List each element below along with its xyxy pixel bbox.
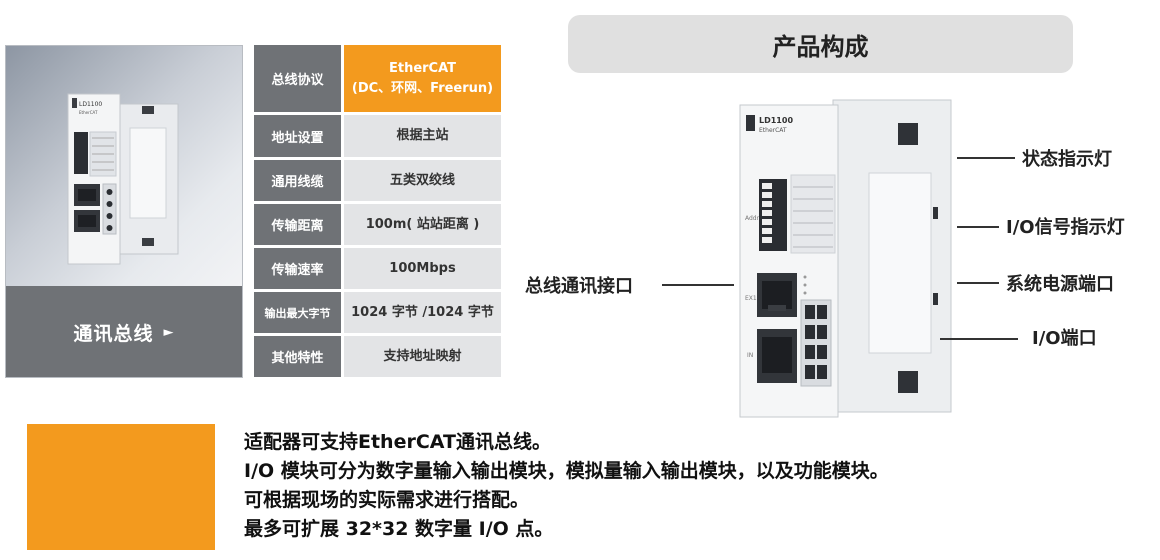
spec-value: 100m( 站站距离 ) bbox=[344, 204, 501, 245]
spec-row-address: 地址设置 根据主站 bbox=[254, 115, 501, 157]
device-illustration: LD1100 EtherCAT Addr EX1 IN bbox=[739, 99, 952, 418]
callout-line-bus bbox=[662, 284, 734, 286]
description-block: 适配器可支持EtherCAT通讯总线。 I/O 模块可分为数字量输入输出模块，模… bbox=[244, 428, 889, 544]
callout-line-status bbox=[957, 157, 1015, 159]
thumb-sub-text: EtherCAT bbox=[79, 110, 98, 115]
communication-bus-caption[interactable]: 通讯总线 ► bbox=[6, 286, 242, 377]
product-photo: LD1100 EtherCAT bbox=[6, 46, 242, 286]
spec-value: 根据主站 bbox=[344, 115, 501, 157]
spec-value: 五类双绞线 bbox=[344, 160, 501, 201]
callout-line-io-signal bbox=[957, 226, 999, 228]
thumb-brand-text: LD1100 bbox=[79, 101, 102, 108]
callout-line-io-port bbox=[940, 338, 1018, 340]
spec-label: 地址设置 bbox=[254, 115, 341, 157]
description-line: 最多可扩展 32*32 数字量 I/O 点。 bbox=[244, 518, 554, 540]
description-line: I/O 模块可分为数字量输入输出模块，模拟量输入输出模块，以及功能模块。 bbox=[244, 460, 889, 482]
device-thumbnail-illustration: LD1100 EtherCAT bbox=[67, 93, 179, 265]
callout-status-led: 状态指示灯 bbox=[1022, 149, 1112, 170]
spec-row-cable: 通用线缆 五类双绞线 bbox=[254, 160, 501, 201]
spec-value: EtherCAT (DC、环网、Freerun) bbox=[344, 45, 501, 112]
callout-bus-port: 总线通讯接口 bbox=[525, 276, 633, 297]
spec-label: 通用线缆 bbox=[254, 160, 341, 201]
description-line: 可根据现场的实际需求进行搭配。 bbox=[244, 489, 530, 511]
description-line: 适配器可支持EtherCAT通讯总线。 bbox=[244, 431, 551, 453]
spec-value-line1: EtherCAT bbox=[388, 60, 457, 76]
spec-value: 1024 字节 /1024 字节 bbox=[344, 292, 501, 333]
spec-row-distance: 传输距离 100m( 站站距离 ) bbox=[254, 204, 501, 245]
spec-label: 总线协议 bbox=[254, 45, 341, 112]
orange-accent-block bbox=[27, 424, 215, 550]
spec-value: 100Mbps bbox=[344, 248, 501, 289]
device-addr-text: Addr bbox=[745, 215, 760, 222]
product-composition-title: 产品构成 bbox=[568, 15, 1073, 73]
callout-io-port: I/O端口 bbox=[1032, 328, 1097, 349]
spec-row-other: 其他特性 支持地址映射 bbox=[254, 336, 501, 377]
spec-value: 支持地址映射 bbox=[344, 336, 501, 377]
callout-io-signal-led: I/O信号指示灯 bbox=[1006, 217, 1125, 238]
spec-row-protocol: 总线协议 EtherCAT (DC、环网、Freerun) bbox=[254, 45, 501, 112]
spec-label: 其他特性 bbox=[254, 336, 341, 377]
callout-power-port: 系统电源端口 bbox=[1006, 274, 1114, 295]
spec-table: 总线协议 EtherCAT (DC、环网、Freerun) 地址设置 根据主站 … bbox=[254, 45, 501, 380]
spec-label: 传输速率 bbox=[254, 248, 341, 289]
spec-value-line2: (DC、环网、Freerun) bbox=[351, 80, 494, 96]
spec-label: 传输距离 bbox=[254, 204, 341, 245]
callout-line-power bbox=[957, 282, 999, 284]
product-photo-panel[interactable]: LD1100 EtherCAT 通讯总线 ► bbox=[5, 45, 243, 378]
caption-text: 通讯总线 bbox=[73, 323, 154, 345]
spec-label: 输出最大字节 bbox=[254, 292, 341, 333]
device-brand-text: LD1100 bbox=[759, 116, 793, 125]
device-sub-text: EtherCAT bbox=[759, 127, 787, 134]
play-arrow-icon: ► bbox=[163, 325, 175, 340]
spec-row-speed: 传输速率 100Mbps bbox=[254, 248, 501, 289]
port2-label: IN bbox=[747, 352, 753, 359]
port1-label: EX1 bbox=[745, 295, 757, 302]
spec-row-output-bytes: 输出最大字节 1024 字节 /1024 字节 bbox=[254, 292, 501, 333]
